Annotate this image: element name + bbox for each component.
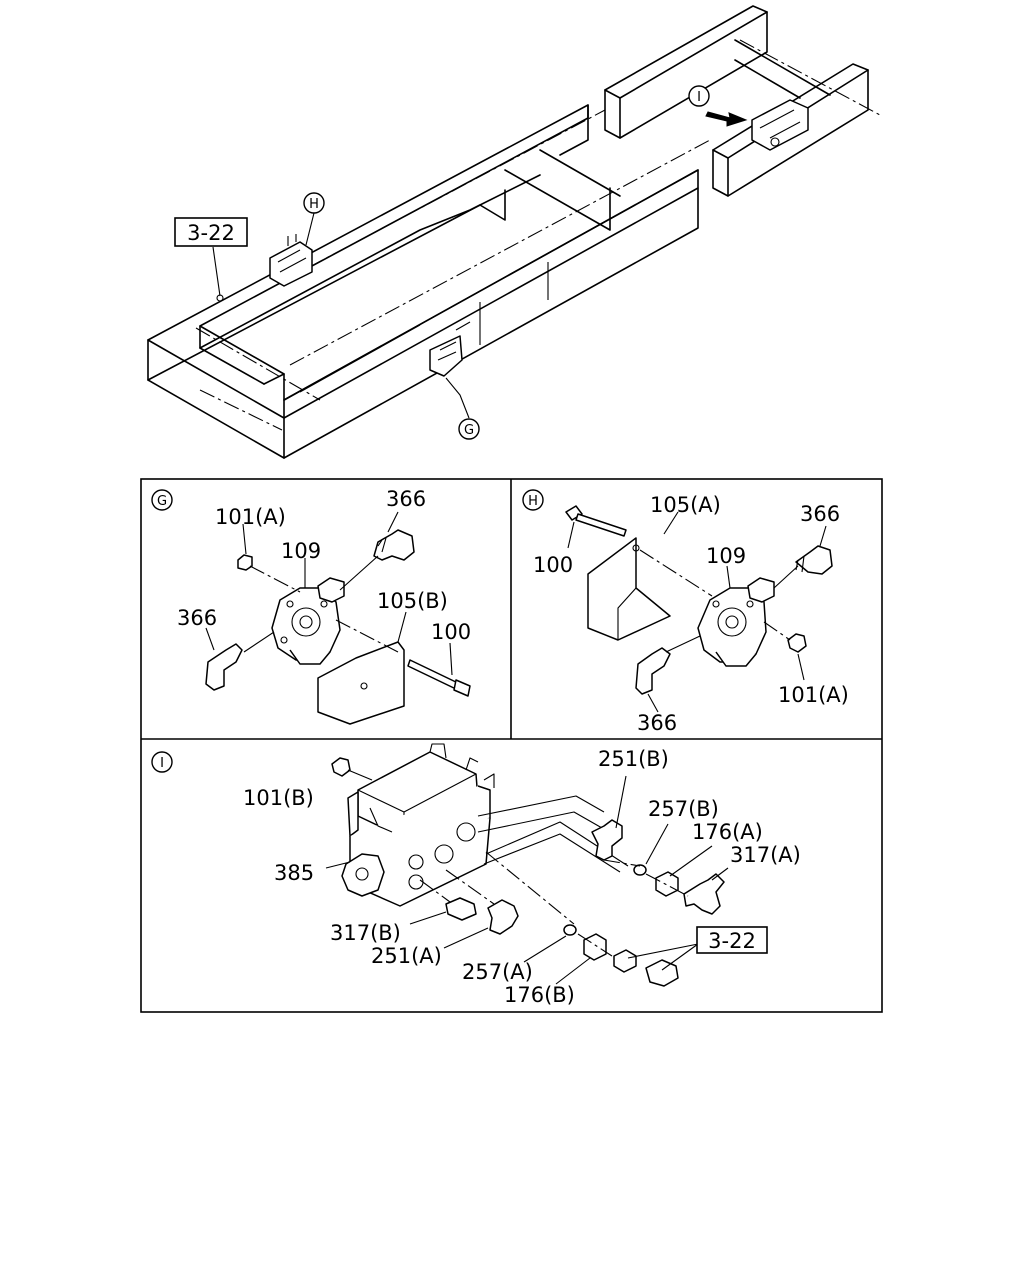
callout-g-overview-text: G (464, 423, 474, 438)
label-251b-i: 251(B) (598, 747, 669, 771)
callout-i-overview-text: I (697, 90, 701, 105)
detail-panels-frame (140, 478, 883, 1013)
label-105a-h: 105(A) (650, 493, 721, 517)
callout-h-panel (522, 489, 544, 511)
adapter-176b (583, 933, 607, 961)
valve-109-h (697, 577, 775, 667)
label-317a-i: 317(A) (730, 843, 801, 867)
bracket-105b-g (317, 641, 405, 725)
label-101a-g: 101(A) (215, 505, 286, 529)
callout-g-overview (458, 418, 480, 440)
valve-assembly-385 (341, 743, 495, 907)
ref-label-3-22-panel-i: 3-22 (708, 929, 756, 953)
ref-box-3-22-overview (174, 217, 248, 247)
label-176b-i: 176(B) (504, 983, 575, 1007)
label-176a-i: 176(A) (692, 820, 763, 844)
label-100-h: 100 (533, 553, 573, 577)
callout-g-panel-text: G (157, 494, 167, 509)
valve-g-on-frame (429, 321, 471, 377)
label-257b-i: 257(B) (648, 797, 719, 821)
fitting-366-bottom-h (635, 647, 671, 695)
callout-h-overview (303, 192, 325, 214)
label-366-bottom-h: 366 (637, 711, 677, 735)
callout-i-panel-text: I (160, 756, 164, 771)
fitting-317b (445, 897, 477, 921)
tee-317a (683, 873, 725, 915)
fitting-366-top-g (373, 529, 415, 561)
label-105b-g: 105(B) (377, 589, 448, 613)
bolt-100-h (565, 505, 583, 521)
label-100-g: 100 (431, 620, 471, 644)
fitting-366-left-g (205, 643, 243, 691)
valve-h-on-frame (269, 234, 313, 287)
bracket-105a-h (587, 537, 671, 641)
callout-i-overview (688, 85, 710, 107)
adapter-176a (655, 871, 679, 897)
panel-h: H (522, 489, 833, 713)
label-109-g: 109 (281, 539, 321, 563)
ref-box-3-22-panel-i (696, 926, 768, 954)
panel-g: G (151, 489, 471, 725)
washer-257a (563, 924, 577, 936)
nut-101b-i (331, 757, 351, 777)
bolt-100-g (407, 659, 461, 691)
callout-h-overview-text: H (309, 197, 319, 212)
label-317b-i: 317(B) (330, 921, 401, 945)
fitting-251b (591, 819, 623, 861)
label-366-left-g: 366 (177, 606, 217, 630)
label-366-top-h: 366 (800, 502, 840, 526)
fitting-3-22-b (645, 959, 679, 987)
label-101a-h: 101(A) (778, 683, 849, 707)
panel-i: I (151, 743, 729, 987)
label-109-h: 109 (706, 544, 746, 568)
ref-label-3-22-overview: 3-22 (187, 221, 235, 245)
chassis-frame (147, 5, 881, 459)
callout-i-panel (151, 751, 173, 773)
nut-101a-h (787, 633, 807, 653)
label-385-i: 385 (274, 861, 314, 885)
washer-257b (633, 864, 647, 876)
label-257a-i: 257(A) (462, 960, 533, 984)
label-366-top-g: 366 (386, 487, 426, 511)
label-251a-i: 251(A) (371, 944, 442, 968)
nut-101a-g (237, 554, 253, 571)
elbow-251a (487, 899, 519, 935)
callout-g-panel (151, 489, 173, 511)
label-101b-i: 101(B) (243, 786, 314, 810)
callout-h-panel-text: H (528, 494, 538, 509)
valve-109-g (271, 577, 345, 665)
fitting-3-22-a (613, 949, 637, 973)
fitting-366-top-h (795, 545, 833, 575)
valve-i-on-frame (751, 99, 809, 151)
